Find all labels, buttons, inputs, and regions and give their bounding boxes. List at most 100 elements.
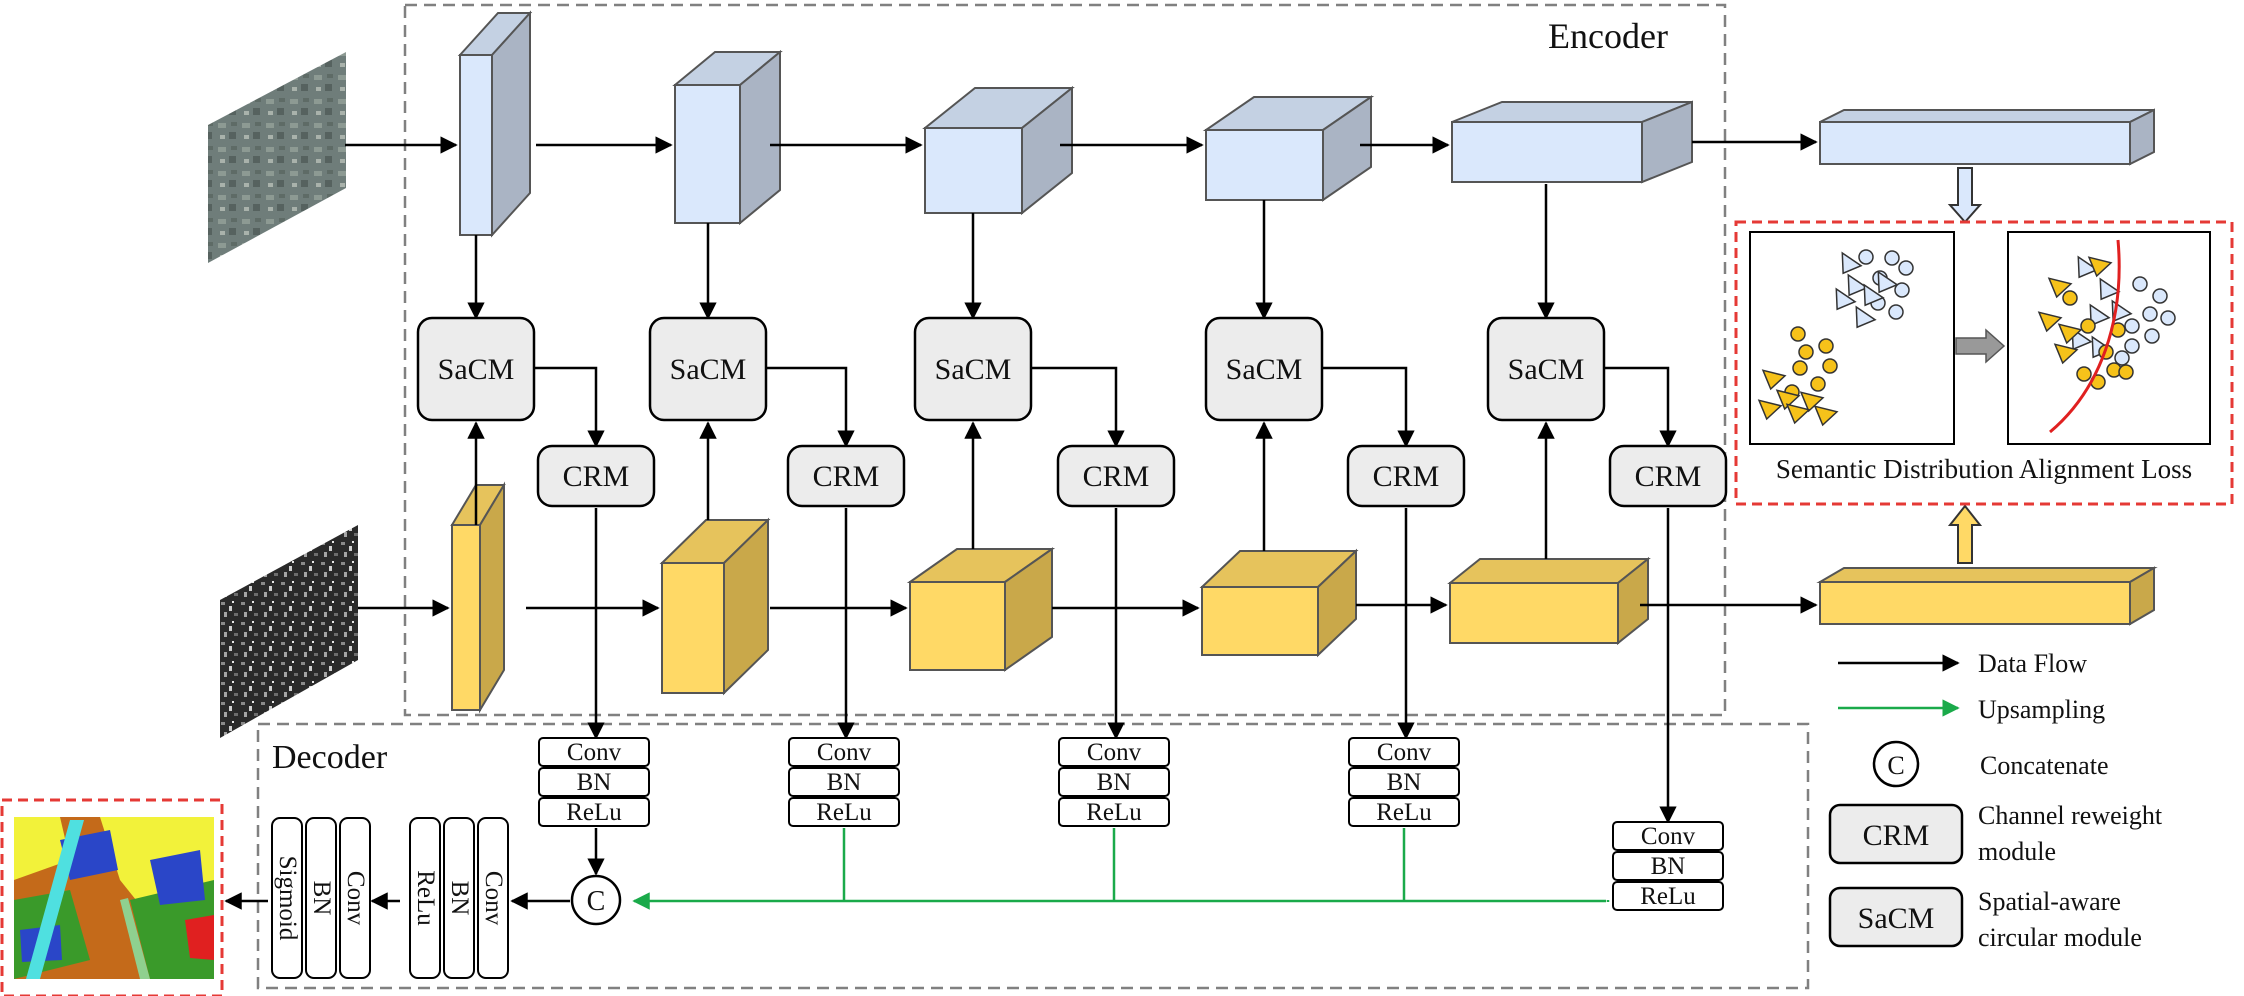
block-bn-label: BN bbox=[827, 769, 862, 796]
optical-feature-cube bbox=[922, 85, 1075, 216]
concat-symbol: C bbox=[587, 886, 606, 917]
crm-module: CRM bbox=[536, 444, 656, 508]
data-flow-line bbox=[1029, 366, 1125, 448]
head-block-label: Conv bbox=[480, 871, 507, 926]
feature-point bbox=[2132, 276, 2148, 292]
semantic-alignment-panel: Semantic Distribution Alignment Loss bbox=[1734, 220, 2234, 506]
block-conv-label: Conv bbox=[1087, 739, 1142, 766]
block-bn-label: BN bbox=[1651, 853, 1686, 880]
block-relu-label: ReLu bbox=[1640, 883, 1696, 910]
data-flow-line bbox=[1602, 366, 1677, 448]
sacm-module-label: SaCM bbox=[438, 353, 515, 386]
block-conv-label: Conv bbox=[1377, 739, 1432, 766]
legend-sacm-short: SaCM bbox=[1858, 902, 1935, 935]
head-block-label: Sigmoid bbox=[274, 856, 301, 941]
head-block-label: ReLu bbox=[412, 870, 439, 926]
feature-point bbox=[1884, 250, 1900, 266]
optical-input-image bbox=[208, 52, 346, 263]
head-block-label: BN bbox=[446, 881, 473, 916]
sar-feature-cube bbox=[1816, 566, 2158, 626]
feature-point bbox=[2124, 338, 2140, 354]
concat-node: C bbox=[570, 874, 622, 926]
block-relu-label: ReLu bbox=[566, 799, 622, 826]
feature-triangle bbox=[1835, 287, 1857, 311]
encoder-region bbox=[403, 3, 1727, 717]
sacm-module-label: SaCM bbox=[935, 353, 1012, 386]
sacm-module: SaCM bbox=[1204, 316, 1324, 422]
sacm-module-label: SaCM bbox=[1508, 353, 1585, 386]
feature-triangle bbox=[2099, 277, 2121, 301]
feature-point bbox=[1792, 360, 1808, 376]
head-block-label: BN bbox=[308, 881, 335, 916]
crm-module: CRM bbox=[1056, 444, 1176, 508]
crm-module-label: CRM bbox=[563, 460, 630, 493]
feature-triangle bbox=[1761, 369, 1787, 391]
connectors bbox=[224, 133, 1983, 910]
legend-crm-desc-2: module bbox=[1978, 837, 2056, 866]
legend-crm-desc-1: Channel reweight bbox=[1978, 801, 2163, 830]
optical-feature-cube bbox=[457, 10, 533, 238]
block-bn-label: BN bbox=[1097, 769, 1132, 796]
sacm-module-label: SaCM bbox=[1226, 353, 1303, 386]
block-conv-label: Conv bbox=[817, 739, 872, 766]
feature-point bbox=[1818, 338, 1834, 354]
block-conv-label: Conv bbox=[1641, 823, 1696, 850]
sacm-module: SaCM bbox=[1486, 316, 1606, 422]
legend-crm-box bbox=[1828, 803, 1964, 865]
sar-feature-cube bbox=[450, 481, 506, 714]
feature-point bbox=[1898, 260, 1914, 276]
modules: SaCMCRMConvBNReLuSaCMCRMConvBNReLuSaCMCR… bbox=[416, 316, 1728, 911]
feature-triangle bbox=[1813, 405, 1839, 427]
legend-concat-symbol: C bbox=[1887, 751, 1904, 780]
legend-sacm-desc-2: circular module bbox=[1978, 923, 2142, 952]
data-flow-line bbox=[1320, 366, 1415, 448]
feature-point bbox=[2144, 328, 2160, 344]
sar-feature-cube bbox=[659, 517, 771, 696]
crm-module-label: CRM bbox=[813, 460, 880, 493]
block-relu-label: ReLu bbox=[816, 799, 872, 826]
feature-cubes bbox=[450, 10, 2158, 714]
crm-module-label: CRM bbox=[1083, 460, 1150, 493]
optical-to-alignment-arrow bbox=[1947, 167, 1983, 224]
feature-point bbox=[1798, 344, 1814, 360]
feature-triangle bbox=[2053, 343, 2079, 365]
decoder-head: C ReLu BN Conv Sigmoid BN Conv bbox=[271, 817, 622, 979]
feature-triangle bbox=[1799, 391, 1825, 413]
sacm-module: SaCM bbox=[648, 316, 768, 422]
feature-point bbox=[2142, 306, 2158, 322]
feature-triangle bbox=[1847, 273, 1869, 297]
data-flow-line bbox=[532, 366, 605, 448]
feature-triangle bbox=[1841, 251, 1863, 275]
decoder-label: Decoder bbox=[272, 739, 388, 776]
feature-triangle bbox=[2057, 323, 2083, 345]
feature-triangle bbox=[1775, 389, 1801, 411]
feature-triangle bbox=[1785, 403, 1811, 425]
legend-sacm-box bbox=[1828, 886, 1964, 948]
legend-data-flow: Data Flow bbox=[1978, 649, 2087, 678]
segmentation-output bbox=[0, 798, 224, 996]
optical-feature-cube bbox=[1202, 95, 1375, 202]
feature-point bbox=[2080, 318, 2096, 334]
feature-point bbox=[2160, 310, 2176, 326]
feature-point bbox=[2114, 350, 2130, 366]
feature-point bbox=[2076, 366, 2092, 382]
head-block: ReLu BN Conv bbox=[409, 817, 509, 979]
feature-point bbox=[2152, 288, 2168, 304]
crm-module-label: CRM bbox=[1373, 460, 1440, 493]
crm-module-label: CRM bbox=[1635, 460, 1702, 493]
feature-point bbox=[2118, 364, 2134, 380]
alignment-arrow bbox=[1955, 328, 2006, 364]
legend: Data Flow Upsampling C Concatenate CRM C… bbox=[1828, 649, 2163, 952]
data-flow-line bbox=[764, 366, 855, 448]
sar-feature-cube bbox=[1447, 556, 1651, 646]
feature-triangle bbox=[2089, 303, 2111, 327]
legend-sacm-desc-1: Spatial-aware bbox=[1978, 887, 2121, 916]
sar-input-image bbox=[220, 525, 358, 738]
crm-module: CRM bbox=[786, 444, 906, 508]
sacm-module: SaCM bbox=[913, 316, 1033, 422]
